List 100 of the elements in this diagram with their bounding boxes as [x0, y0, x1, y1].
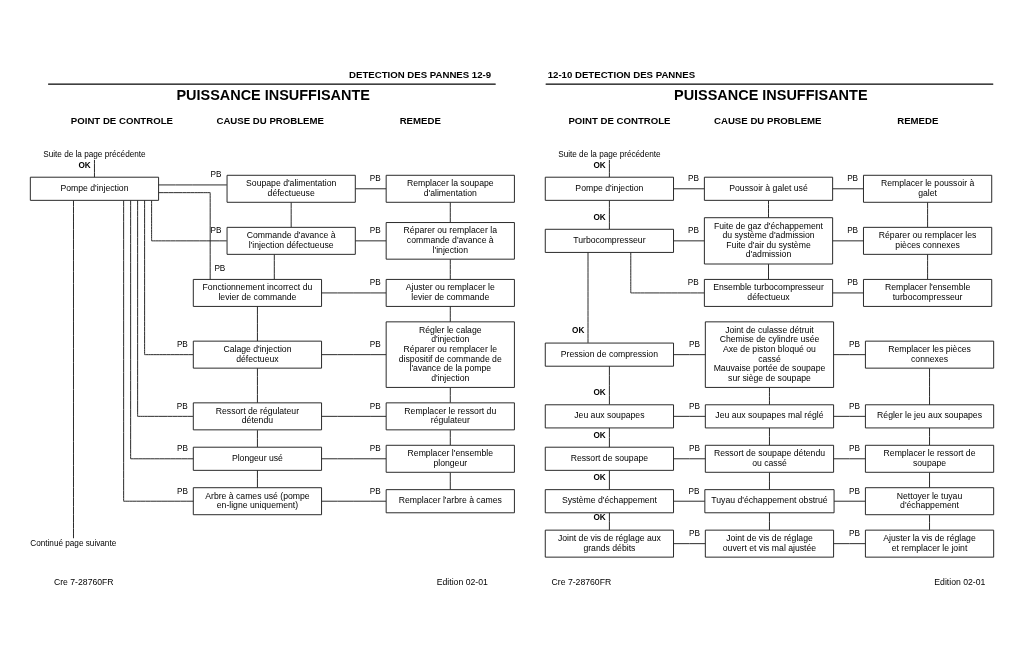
connector: [769, 472, 770, 490]
connector: [833, 458, 866, 460]
label: PUISSANCE INSUFFISANTE: [674, 86, 868, 103]
connector: [769, 512, 770, 531]
label: Cre 7-28760FR: [551, 577, 612, 588]
label: POINT DE CONTROLE: [70, 114, 173, 126]
connector: [608, 512, 610, 531]
connector: [833, 543, 866, 545]
connector: [673, 354, 706, 356]
node-box: Ressort de soupape: [544, 446, 674, 471]
connector: [608, 200, 610, 230]
connector: [769, 427, 770, 446]
connector: [929, 514, 930, 531]
connector: [449, 472, 451, 490]
label: 12-10 DETECTION DES PANNES: [547, 69, 696, 81]
node-box: Ressort de régulateur détendu: [192, 402, 323, 431]
connector: [927, 202, 929, 228]
node-box: Système d'échappement: [544, 489, 674, 514]
node-box: Remplacer l'ensemble plongeur: [385, 444, 515, 473]
connector: [768, 263, 769, 280]
connector: [130, 199, 194, 460]
connector: [608, 365, 610, 405]
connector: [630, 252, 705, 294]
connector: [256, 429, 258, 448]
connector: [673, 415, 706, 417]
node-box: Remplacer la soupape d'alimentation: [385, 174, 515, 203]
node-box: Remplacer le ressort de soupape: [864, 444, 995, 473]
connector: [769, 387, 770, 406]
node-box: Plongeur usé: [192, 446, 323, 471]
node-box: Réparer ou remplacer les pièces connexes: [863, 226, 993, 255]
node-box: Tuyau d'échappement obstrué: [704, 489, 835, 514]
connector: [832, 240, 864, 242]
connector: [256, 306, 258, 342]
node-box: Fuite de gaz d'échappement du système d'admission Fuite d'air du système d'admission: [703, 217, 834, 265]
connector: [673, 188, 705, 190]
node-box: Commande d'avance à l'injection défectueuse: [226, 226, 356, 255]
connector: [123, 200, 194, 502]
node-box: Fonctionnement incorrect du levier de commande: [192, 278, 323, 307]
node-box: Remplacer l'arbre à cames: [385, 489, 515, 514]
connector: [273, 254, 275, 280]
connector: [321, 354, 387, 356]
node-box: Turbocompresseur: [544, 228, 674, 253]
node-box: Joint de vis de réglage ouvert et vis mal ajustée: [704, 529, 835, 558]
connector: [321, 500, 387, 502]
connector: [587, 252, 589, 344]
connector: [673, 500, 706, 502]
node-box: Régler le calage d'injection Réparer ou remplacer le dispositif de commande de l'avance de la pompe d'injection: [385, 321, 515, 388]
connector: [256, 469, 258, 488]
node-box: Jeu aux soupapes: [544, 404, 674, 429]
node-box: Joint de culasse détruit Chemise de cylindre usée Axe de piston bloqué ou cassé Mauvaise portée de soupape sur siège de soupape: [704, 321, 835, 388]
connector: [833, 415, 866, 417]
connector: [321, 292, 387, 294]
node-box: Ajuster la vis de réglage et remplacer le joint: [864, 529, 995, 558]
node-box: Remplacer le ressort du régulateur: [385, 402, 515, 431]
connector: [929, 472, 930, 488]
node-box: Joint de vis de réglage aux grands débits: [544, 529, 674, 558]
connector: [832, 292, 864, 294]
connector: [929, 367, 930, 406]
connector: [449, 202, 451, 223]
label: Edition 02-01: [934, 577, 986, 588]
connector: [608, 469, 610, 491]
connector: [158, 184, 228, 186]
connector: [673, 458, 706, 460]
node-box: Jeu aux soupapes mal réglé: [704, 404, 835, 429]
connector: [449, 258, 451, 280]
node-box: Poussoir à galet usé: [703, 176, 834, 201]
node-box: Remplacer l'ensemble turbocompresseur: [863, 278, 993, 307]
connector: [449, 429, 451, 446]
connector: [673, 543, 706, 545]
label: POINT DE CONTROLE: [568, 114, 671, 126]
connector: [321, 415, 387, 417]
connector: [256, 367, 258, 404]
label: REMEDE: [399, 114, 441, 126]
connector: [832, 188, 864, 190]
connector: [833, 500, 866, 502]
node-box: Nettoyer le tuyau d'échappement: [864, 487, 995, 516]
node-box: Ajuster ou remplacer le levier de commande: [385, 278, 515, 307]
connector: [354, 188, 387, 190]
connector: [608, 427, 610, 448]
label: CAUSE DU PROBLEME: [216, 114, 324, 126]
connector: [158, 192, 211, 280]
connector: [93, 159, 95, 178]
node-box: Remplacer les pièces connexes: [864, 340, 995, 369]
connector: [321, 458, 387, 460]
connector: [151, 200, 228, 242]
node-box: Remplacer le poussoir à galet: [863, 174, 993, 203]
node-box: Pompe d'injection: [544, 176, 674, 201]
label: Edition 02-01: [436, 577, 488, 588]
connector: [354, 240, 387, 242]
node-box: Ressort de soupape détendu ou cassé: [704, 444, 835, 473]
connector: [73, 200, 74, 539]
connector: [673, 240, 705, 242]
connector: [929, 427, 930, 446]
node-box: Réparer ou remplacer la commande d'avance à l'injection: [385, 222, 515, 260]
node-box: Régler le jeu aux soupapes: [864, 404, 995, 429]
node-box: Calage d'injection défectueux: [192, 340, 323, 369]
node-box: Soupape d'alimentation défectueuse: [226, 174, 356, 203]
connector: [137, 199, 194, 417]
connector: [290, 202, 292, 228]
connector: [768, 200, 769, 219]
